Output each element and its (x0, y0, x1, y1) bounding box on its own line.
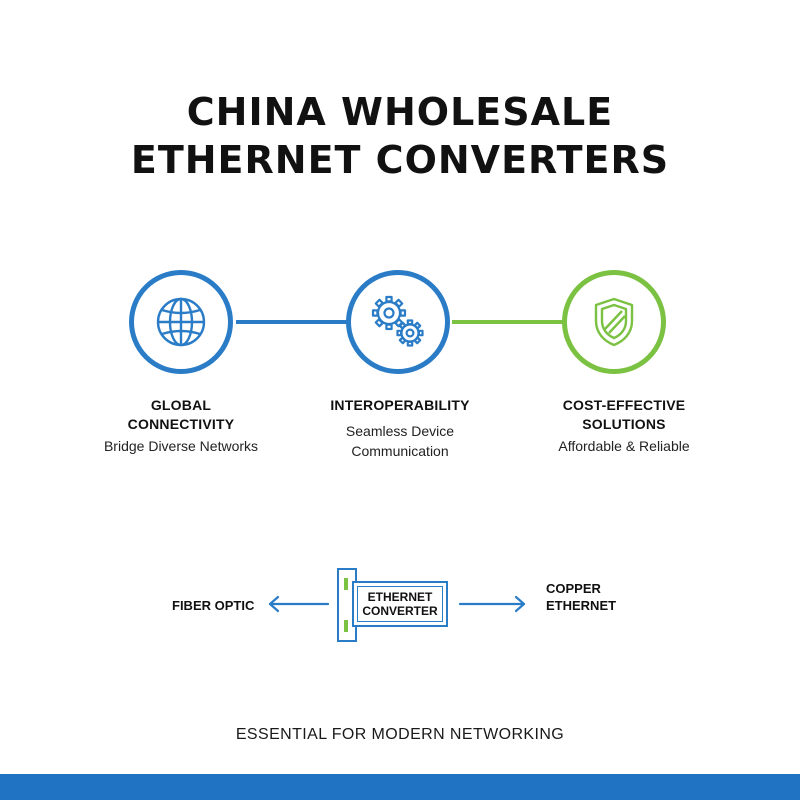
feature-cost-effective: COST-EFFECTIVE SOLUTIONS Affordable & Re… (514, 396, 734, 456)
title-line-1: CHINA WHOLESALE (186, 90, 614, 134)
copper-ethernet-label: COPPER ETHERNET (546, 581, 617, 613)
status-stripe-bottom (344, 620, 348, 632)
feature-title: GLOBAL CONNECTIVITY (127, 397, 235, 432)
feature-subtitle: Bridge Diverse Networks (103, 438, 259, 454)
feature-interoperability: INTEROPERABILITY Seamless Device Communi… (290, 396, 510, 461)
globe-icon (156, 297, 206, 347)
feature-title: INTEROPERABILITY (330, 397, 470, 413)
converter-diagram: FIBER OPTIC ETHERNET CONVERTER COPPER ET… (0, 560, 800, 650)
gears-circle (346, 270, 450, 374)
connector-blue (236, 320, 348, 324)
status-stripe-top (344, 578, 348, 590)
feature-subtitle: Seamless Device Communication (345, 423, 455, 459)
arrow-left-icon (268, 595, 330, 613)
feature-title: COST-EFFECTIVE SOLUTIONS (562, 397, 686, 432)
feature-global-connectivity: GLOBAL CONNECTIVITY Bridge Diverse Netwo… (71, 396, 291, 456)
feature-row: GLOBAL CONNECTIVITY Bridge Diverse Netwo… (0, 262, 800, 482)
converter-box: ETHERNET CONVERTER (352, 581, 448, 627)
shield-icon (594, 297, 634, 347)
shield-circle (562, 270, 666, 374)
footer-bar (0, 774, 800, 800)
title-line-2: ETHERNET CONVERTERS (130, 138, 670, 182)
tagline: ESSENTIAL FOR MODERN NETWORKING (235, 726, 565, 743)
arrow-right-icon (458, 595, 526, 613)
page-title: CHINA WHOLESALE ETHERNET CONVERTERS (0, 88, 800, 184)
connector-green (452, 320, 564, 324)
globe-circle (129, 270, 233, 374)
converter-label: ETHERNET CONVERTER (357, 586, 443, 622)
feature-subtitle: Affordable & Reliable (558, 438, 690, 454)
gears-icon (371, 295, 424, 347)
fiber-optic-label: FIBER OPTIC (172, 598, 255, 613)
